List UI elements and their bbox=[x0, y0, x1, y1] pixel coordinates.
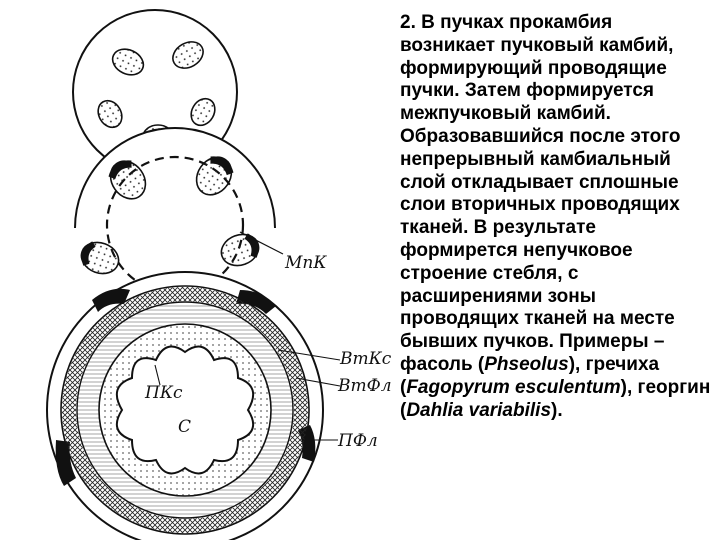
text-part-1: 2. В пучках прокамбия возникает пучковый… bbox=[400, 12, 681, 375]
vascular-bundles bbox=[80, 156, 260, 275]
description-text: 2. В пучках прокамбия возникает пучковый… bbox=[400, 12, 712, 422]
label-vtfl: ВтФл bbox=[337, 376, 392, 396]
species-phaseolus: Phseolus bbox=[484, 353, 569, 375]
label-pks: ПКс bbox=[144, 383, 183, 403]
label-pfl: ПФл bbox=[337, 431, 378, 451]
text-part-2: ), гречиха ( bbox=[400, 353, 660, 398]
stage-fascicular-cambium: МпК bbox=[74, 127, 327, 295]
vtks-pointer bbox=[277, 349, 341, 361]
mpk-pointer bbox=[239, 231, 284, 255]
text-part-4: ). bbox=[551, 399, 563, 421]
label-mpk: МпК bbox=[284, 253, 327, 273]
label-s: С bbox=[178, 417, 191, 437]
text-part-3: ), георгин ( bbox=[400, 376, 711, 421]
description-paragraph: 2. В пучках прокамбия возникает пучковый… bbox=[400, 12, 712, 422]
pks-pointer bbox=[154, 364, 161, 386]
label-vtks: ВтКс bbox=[339, 349, 392, 369]
stem-development-diagram: МпК ВтКс ВтФл ПКс С ПФл bbox=[46, 9, 392, 540]
pith-cavity bbox=[115, 345, 255, 475]
stage-secondary-structure: ВтКс ВтФл ПКс С ПФл bbox=[46, 271, 392, 540]
species-dahlia: Dahlia variabilis bbox=[406, 399, 552, 421]
vtfl-pointer bbox=[295, 377, 341, 387]
species-fagopyrum: Fagopyrum esculentum bbox=[406, 376, 621, 398]
